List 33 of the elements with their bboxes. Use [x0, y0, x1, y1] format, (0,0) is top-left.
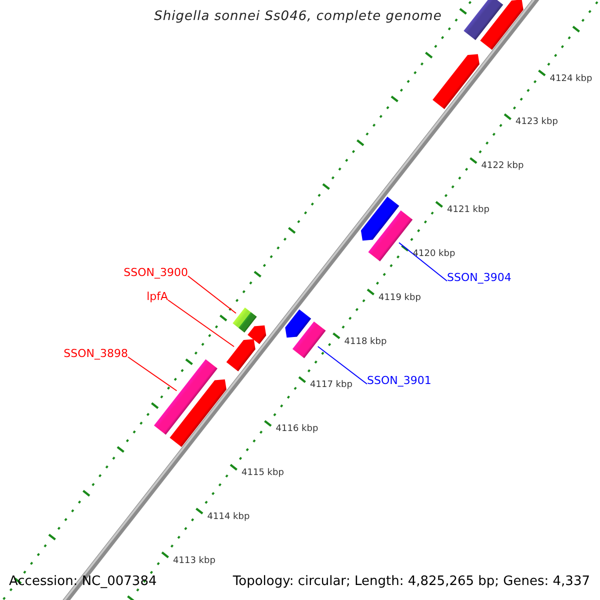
tick-label: 4122 kbp: [481, 161, 524, 172]
gene-feature: [360, 196, 400, 241]
gene-feature: [248, 325, 266, 344]
gene-label: lpfA: [146, 290, 168, 304]
gene-label: SSON_3904: [447, 271, 512, 285]
gene-label: SSON_3898: [64, 347, 128, 361]
gene-feature: [480, 0, 524, 50]
leader-line: [168, 300, 235, 348]
tick-label: 4120 kbp: [412, 248, 456, 260]
leader-line: [398, 242, 448, 282]
gene-feature: [226, 339, 256, 372]
tick-label: 4124 kbp: [550, 74, 592, 84]
tick-label: 4121 kbp: [447, 205, 490, 216]
leader-line: [317, 346, 368, 384]
gene-feature: [170, 379, 226, 448]
tick-label: 4114 kbp: [207, 512, 250, 523]
gene-label: SSON_3901: [367, 374, 432, 388]
gene-label: SSON_3900: [124, 266, 188, 280]
tick-label: 4116 kbp: [276, 424, 318, 435]
gene-bar: [464, 0, 504, 40]
footer-note: Accession: NC_007384: [9, 574, 157, 590]
tick-label: 4115 kbp: [242, 468, 284, 479]
gene-feature: [285, 309, 312, 338]
leader-line: [128, 356, 178, 392]
leader-line: [188, 276, 236, 314]
footer-note: Topology: circular; Length: 4,825,265 bp; Genes: 4,337: [232, 574, 590, 590]
diagram-title: Shigella sonnei Ss046, complete genome: [154, 9, 442, 25]
tick-label: 4118 kbp: [344, 336, 387, 348]
tick-label: 4119 kbp: [378, 292, 421, 304]
tick-label: 4117 kbp: [310, 380, 352, 392]
gene-feature: [432, 54, 480, 110]
tick-label: 4113 kbp: [173, 556, 216, 566]
tick-label: 4123 kbp: [516, 117, 558, 128]
